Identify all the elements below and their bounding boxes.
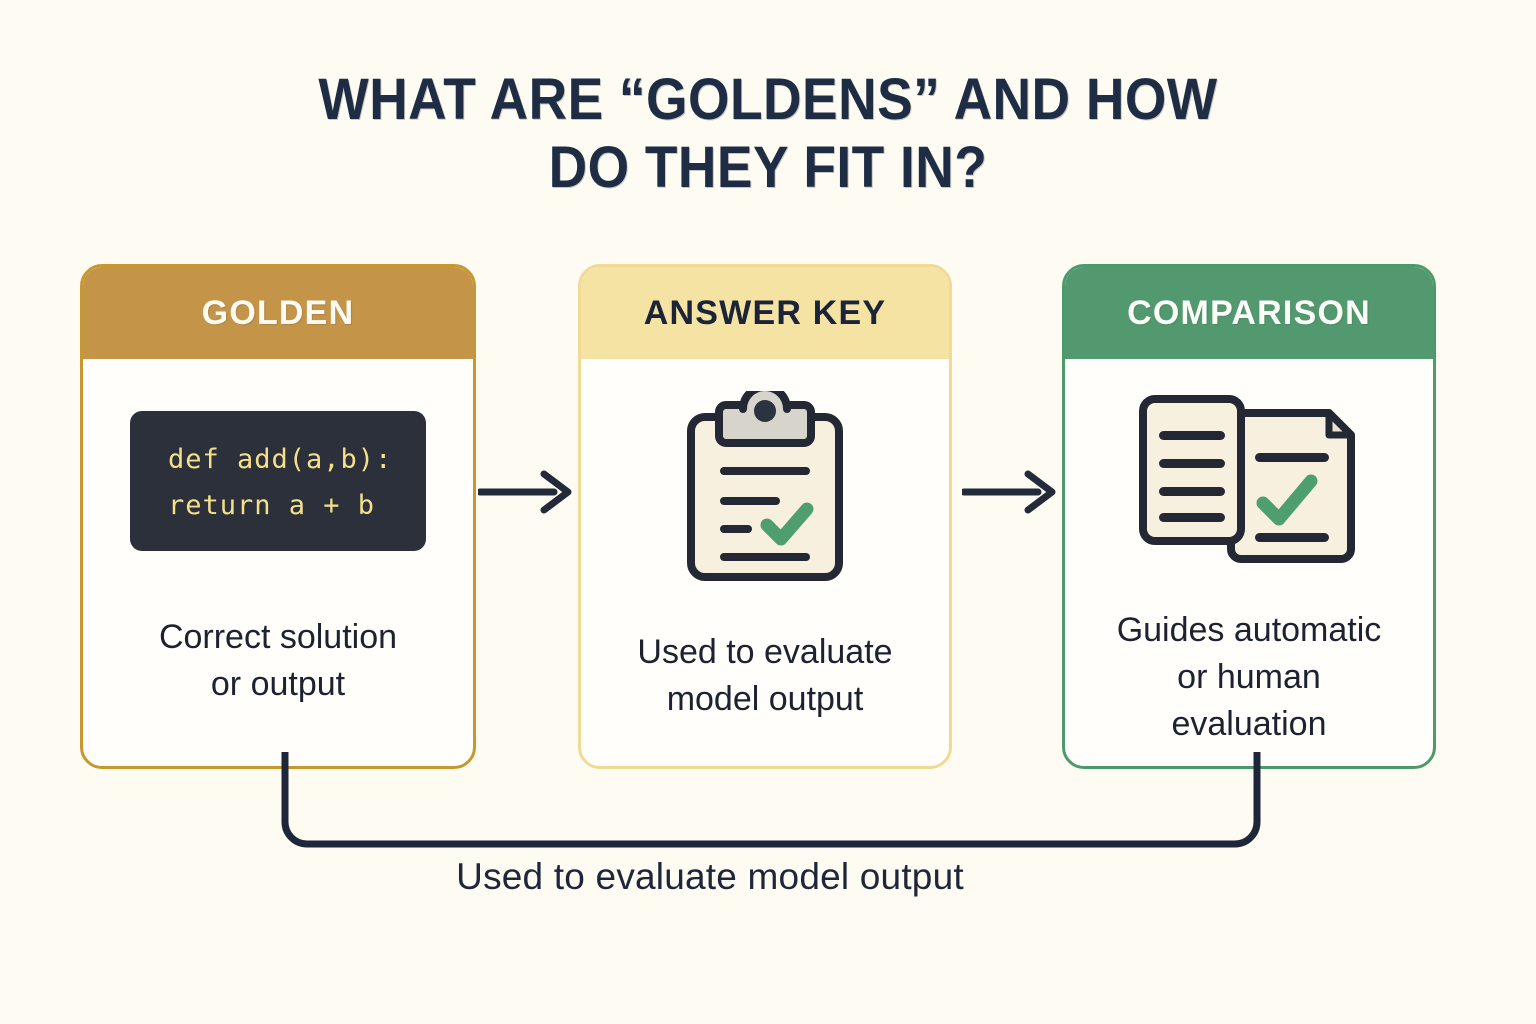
card-answer-key-body: Used to evaluate model output (581, 359, 949, 766)
card-answer-key-caption-line-2: model output (666, 680, 864, 718)
card-comparison-caption: Guides automatic or human evaluation (1065, 607, 1433, 748)
card-answer-key-header: ANSWER KEY (581, 267, 949, 359)
code-snippet-block: def add(a,b): return a + b (130, 411, 426, 551)
card-golden-header: GOLDEN (83, 267, 473, 359)
arrow-golden-to-answer-key (476, 470, 574, 519)
card-golden-caption-line-2: or output (210, 665, 346, 703)
page-title-line-1: WHAT ARE “GOLDENS” AND HOW (318, 67, 1218, 132)
card-answer-key-header-label: ANSWER KEY (643, 293, 887, 332)
cards-row: GOLDEN def add(a,b): return a + b Correc… (0, 264, 1536, 769)
feedback-connector (0, 748, 1536, 867)
code-line-1: def add(a,b): (168, 444, 393, 475)
card-comparison-caption-line-1: Guides automatic (1116, 611, 1382, 649)
card-comparison-header-label: COMPARISON (1127, 293, 1371, 332)
card-comparison-header: COMPARISON (1065, 267, 1433, 359)
two-documents-compare-icon (1129, 391, 1369, 577)
page-title-line-2: DO THEY FIT IN? (548, 135, 988, 200)
card-answer-key[interactable]: ANSWER KEY (578, 264, 952, 769)
card-comparison-caption-line-3: evaluation (1171, 705, 1327, 743)
page-title: WHAT ARE “GOLDENS” AND HOW DO THEY FIT I… (0, 66, 1536, 202)
clipboard-check-icon (675, 391, 855, 587)
card-golden-caption: Correct solution or output (83, 614, 473, 708)
feedback-connector-caption: Used to evaluate model output (456, 856, 964, 897)
card-answer-key-caption: Used to evaluate model output (581, 629, 949, 723)
card-golden-header-label: GOLDEN (201, 293, 355, 332)
card-comparison-body: Guides automatic or human evaluation (1065, 359, 1433, 766)
card-golden-body: def add(a,b): return a + b Correct solut… (83, 359, 473, 766)
card-comparison-caption-line-2: or human (1177, 658, 1321, 696)
arrow-answer-key-to-comparison (960, 470, 1058, 519)
card-golden-caption-line-1: Correct solution (158, 618, 398, 656)
card-golden[interactable]: GOLDEN def add(a,b): return a + b Correc… (80, 264, 476, 769)
card-answer-key-caption-line-1: Used to evaluate (637, 633, 893, 671)
code-line-2: return a + b (168, 490, 376, 521)
card-comparison[interactable]: COMPARISON (1062, 264, 1436, 769)
